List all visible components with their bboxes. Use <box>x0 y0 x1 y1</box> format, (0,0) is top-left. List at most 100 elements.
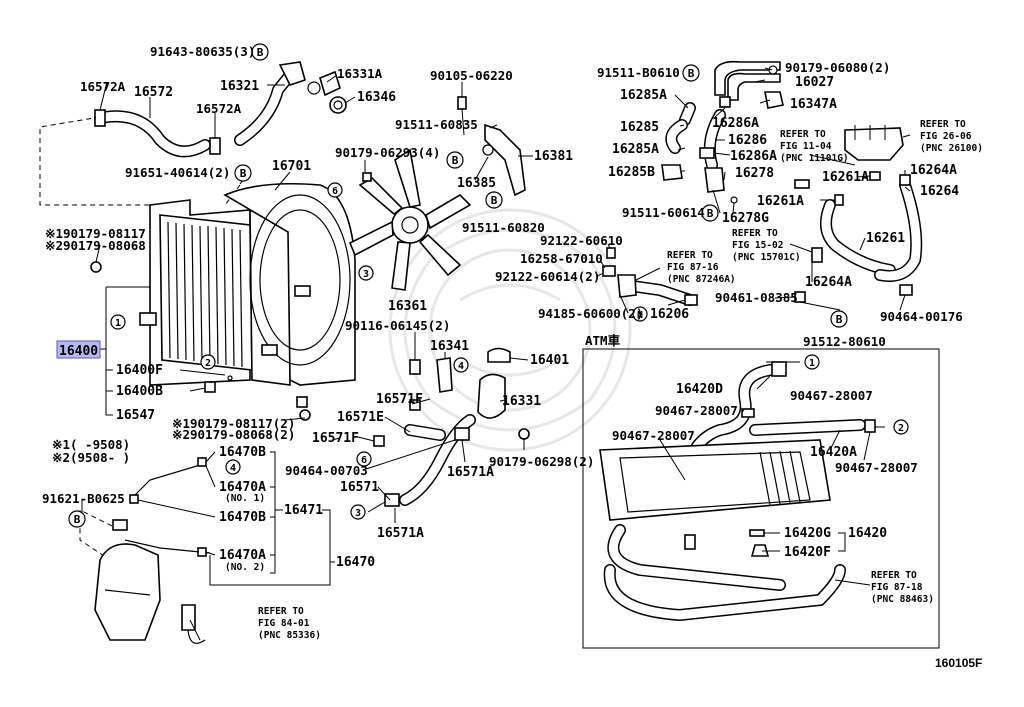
label-16264: 16264 <box>920 184 959 199</box>
callout-2: 2 <box>205 358 211 369</box>
label-90464-00703: 90464-00703 <box>285 463 368 478</box>
label-90467-28007: 90467-28007 <box>835 460 918 475</box>
label-refer-to: REFER TO <box>920 119 966 130</box>
label-16285a: 16285A <box>620 88 667 103</box>
label-16331: 16331 <box>502 394 541 409</box>
label-16206: 16206 <box>650 307 689 322</box>
callout-1: 1 <box>115 318 121 329</box>
label-16571e: 16571E <box>337 410 384 425</box>
label-no2: (NO. 2) <box>225 562 265 573</box>
note-1: ※1( -9508) <box>52 437 130 452</box>
label-90179-06298: 90179-06298(2) <box>489 454 594 469</box>
label-92122-60610: 92122-60610 <box>540 233 623 248</box>
water-outlet-16321 <box>234 61 347 146</box>
label-16571f: 16571F <box>376 392 423 407</box>
label-16341: 16341 <box>430 339 469 354</box>
label-16420a: 16420A <box>810 445 857 460</box>
label-16286a: 16286A <box>712 116 759 131</box>
label-90461-08385: 90461-08385 <box>715 290 798 305</box>
label-16346: 16346 <box>357 90 396 105</box>
label-90105-06220: 90105-06220 <box>430 68 513 83</box>
reserve-tank <box>79 457 211 644</box>
label-94185-60600: 94185-60600(2) <box>538 306 643 321</box>
upper-hose-16572 <box>94 109 221 158</box>
label-16264a: 16264A <box>910 163 957 178</box>
figure-code: 160105F <box>935 656 982 670</box>
label-91621-b0625: 91621-B0625 <box>42 491 125 506</box>
callout-3: 3 <box>363 269 369 280</box>
label-pnc-11101g: (PNC 11101G) <box>780 153 849 164</box>
label-16321: 16321 <box>220 79 259 94</box>
part-labels: 91643-80635(3) 16572A 16572 16572A 16321… <box>42 44 983 670</box>
label-16571a: 16571A <box>447 465 494 480</box>
label-16420f: 16420F <box>784 545 831 560</box>
callout-n: N <box>637 310 643 321</box>
label-16572a: 16572A <box>196 101 242 116</box>
label-16572a: 16572A <box>80 79 126 94</box>
label-91511-60835: 91511-60835 <box>395 117 478 132</box>
label-refer-to: REFER TO <box>780 129 826 140</box>
label-91511-60614: 91511-60614 <box>622 205 705 220</box>
callout-2: 2 <box>898 423 904 434</box>
callout-b: B <box>491 194 498 207</box>
label-16400b: 16400B <box>116 384 163 399</box>
label-91512-80610: 91512-80610 <box>803 334 886 349</box>
label-16261: 16261 <box>866 231 905 246</box>
label-16258-67010: 16258-67010 <box>520 251 603 266</box>
radiator-assembly <box>39 116 356 421</box>
label-16571a: 16571A <box>377 526 424 541</box>
callout-1: 1 <box>809 358 815 369</box>
callout-b: B <box>707 207 714 220</box>
callout-b: B <box>452 154 459 167</box>
label-pnc-87246a: (PNC 87246A) <box>667 274 736 285</box>
callout-b: B <box>257 46 264 59</box>
label-refer-to: REFER TO <box>732 228 778 239</box>
label-atm: ATM車 <box>585 333 621 348</box>
callouts: B B B B B B B B N 1 2 3 6 4 6 3 4 1 2 <box>68 43 909 528</box>
label-90464-00176: 90464-00176 <box>880 309 963 324</box>
label-90467-28007: 90467-28007 <box>612 428 695 443</box>
label-16286: 16286 <box>728 133 767 148</box>
label-90467-28007: 90467-28007 <box>655 403 738 418</box>
label-16470b: 16470B <box>219 445 266 460</box>
label-pnc-88463: (PNC 88463) <box>871 594 934 605</box>
label-16285a: 16285A <box>612 142 659 157</box>
label-16286a: 16286A <box>730 149 777 164</box>
label-16285: 16285 <box>620 120 659 135</box>
label-16027: 16027 <box>795 75 834 90</box>
callout-4: 4 <box>458 361 464 372</box>
label-91511-b0610: 91511-B0610 <box>597 65 680 80</box>
callout-b: B <box>688 67 695 80</box>
label-16381: 16381 <box>534 149 573 164</box>
label-16572: 16572 <box>134 85 173 100</box>
label-16470: 16470 <box>336 555 375 570</box>
highlight-16400 <box>56 340 101 359</box>
note-2: ※2(9508- ) <box>52 450 130 465</box>
label-16400f: 16400F <box>116 363 163 378</box>
label-90467-28007: 90467-28007 <box>790 388 873 403</box>
label-fig-26-06: FIG 26-06 <box>920 131 972 142</box>
label-16347a: 16347A <box>790 97 837 112</box>
label-refer-to: REFER TO <box>871 570 917 581</box>
leader-lines <box>81 67 911 641</box>
atm-section <box>582 348 940 649</box>
label-90179-08117-2: ※190179-08117(2) <box>172 416 295 431</box>
label-fig-87-18: FIG 87-18 <box>871 582 923 593</box>
label-90179-08117: ※190179-08117 <box>45 226 146 241</box>
label-90179-08068-2: ※290179-08068(2) <box>172 427 295 442</box>
oil-cooler-lines <box>602 125 923 306</box>
label-16400: 16400 <box>59 344 98 359</box>
label-pnc-15701c: (PNC 15701C) <box>732 252 801 263</box>
label-16470a: 16470A <box>219 480 266 495</box>
callout-4: 4 <box>230 463 236 474</box>
label-91643-80635: 91643-80635(3) <box>150 44 255 59</box>
callout-b: B <box>240 167 247 180</box>
label-92122-60614: 92122-60614(2) <box>495 269 600 284</box>
label-fig-11-04: FIG 11-04 <box>780 141 832 152</box>
label-90179-08068: ※290179-08068 <box>45 238 146 253</box>
label-16285b: 16285B <box>608 165 655 180</box>
label-90179-06293: 90179-06293(4) <box>335 145 440 160</box>
label-91651-40614: 91651-40614(2) <box>125 165 230 180</box>
label-16261a: 16261A <box>822 170 869 185</box>
